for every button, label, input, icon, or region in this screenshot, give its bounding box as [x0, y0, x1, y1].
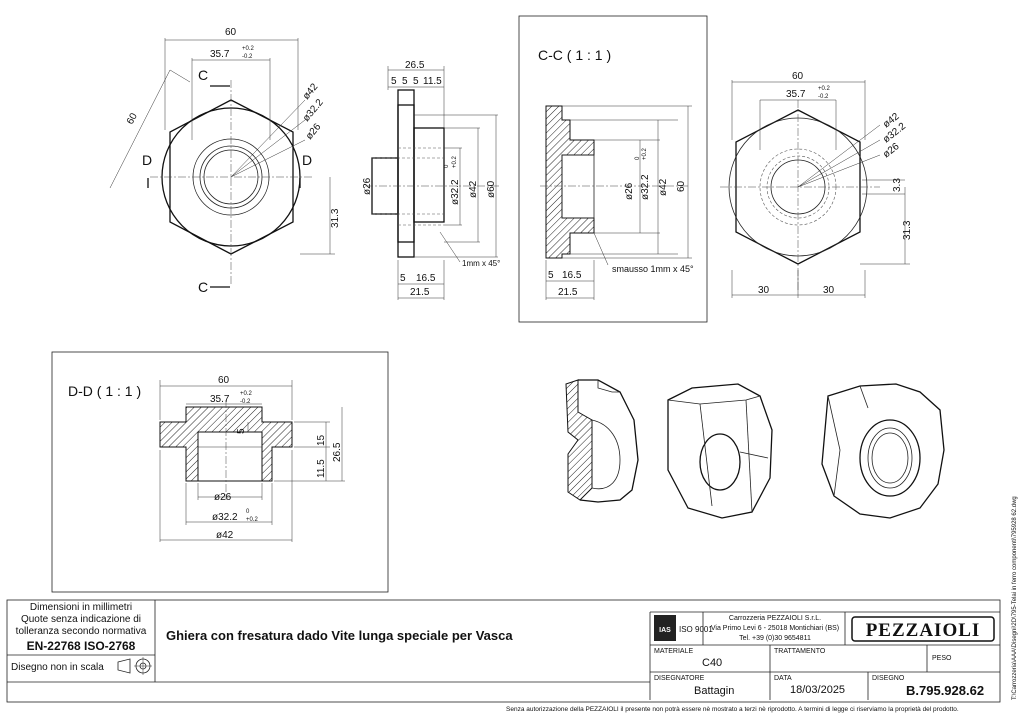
dd-phi42: ø42: [216, 530, 234, 541]
section-dd: D-D ( 1 : 1 ) 60 35.7 +0.2 -0.2 5 15 26.…: [51, 351, 389, 593]
tb-disegno-label: DISEGNO: [872, 675, 905, 682]
tb-brand: PEZZAIOLI: [866, 620, 981, 641]
side-dim-215: 21.5: [410, 287, 430, 298]
dd-dim-115: 11.5: [316, 459, 327, 478]
cc-tol32-up: 0: [635, 156, 641, 160]
front-tol35-up: +0.2: [242, 46, 255, 52]
cc-dim-60: 60: [676, 180, 687, 192]
dd-dim-15: 15: [316, 434, 327, 446]
tb-data: 18/03/2025: [790, 684, 845, 696]
tb-iso: ISO 9001: [679, 625, 713, 634]
side-tol32-dn: +0.2: [452, 155, 458, 168]
cc-phi42: ø42: [658, 178, 669, 196]
section-mark-d-right: D: [302, 152, 312, 168]
section-dd-title: D-D ( 1 : 1 ): [68, 383, 141, 399]
right-tol35-dn: -0.2: [818, 94, 829, 100]
side-dim-115: 11.5: [423, 76, 442, 87]
right-dim-60: 60: [792, 71, 804, 82]
right-dim-313: 31.3: [902, 220, 913, 240]
side-phi60: ø60: [486, 180, 497, 198]
tb-peso-label: PESO: [932, 655, 952, 662]
tb-norm: EN-22768 ISO-2768: [27, 639, 136, 653]
section-cc-title: C-C ( 1 : 1 ): [538, 47, 611, 63]
right-dim-30b: 30: [823, 285, 835, 296]
dd-dim-35: 35.7: [210, 394, 230, 405]
cc-dim-165: 16.5: [562, 270, 582, 281]
brand-logo-frame: [851, 616, 995, 642]
front-phi26: ø26: [304, 121, 324, 142]
tb-company-address: Via Primo Levi 6 - 25018 Montichiari (BS…: [711, 625, 839, 632]
side-dim-5c: 5: [413, 76, 419, 87]
side-dim-5b: 5: [402, 76, 408, 87]
iso-view-hex: [667, 383, 773, 519]
side-dim-165: 16.5: [416, 273, 436, 284]
front-phi32: ø32.2: [301, 97, 326, 124]
tb-data-label: DATA: [774, 675, 792, 682]
dd-dim-60: 60: [218, 375, 230, 386]
dd-phi32: ø32.2: [212, 512, 238, 523]
tb-units-line1: Dimensioni in millimetri: [30, 602, 132, 613]
section-mark-c-bottom: C: [198, 279, 208, 295]
side-view: 26.5 5 5 5 11.5 ø26 ø32.2 0 +0.2 ø42 ø60…: [362, 60, 500, 300]
cc-chamfer-note: smausso 1mm x 45°: [612, 264, 694, 274]
side-phi42: ø42: [468, 180, 479, 198]
right-tol35-up: +0.2: [818, 86, 831, 92]
section-mark-d-left: D: [142, 152, 152, 168]
dd-dim-5: 5: [236, 428, 247, 434]
side-phi32: ø32.2: [450, 179, 461, 205]
iso-view-cutaway: [565, 379, 639, 503]
tb-scale-note: Disegno non in scala: [11, 662, 104, 673]
tb-disegnatore: Battagin: [694, 685, 734, 697]
projection-symbol-icon: [117, 657, 152, 675]
right-dim-30a: 30: [758, 285, 770, 296]
cc-tol32-dn: +0.2: [642, 147, 648, 160]
section-mark-c-top: C: [198, 67, 208, 83]
tb-disegno: B.795.928.62: [906, 683, 984, 698]
front-tol35-dn: -0.2: [242, 54, 253, 60]
side-dim-5: 5: [400, 273, 406, 284]
tb-company-tel: Tel. +39 (0)30 9654811: [739, 635, 811, 642]
tb-trattamento-label: TRATTAMENTO: [774, 648, 826, 655]
right-dim-35: 35.7: [786, 89, 806, 100]
front-dim-60: 60: [225, 27, 237, 38]
right-phi26: ø26: [881, 141, 902, 161]
tb-disegnatore-label: DISEGNATORE: [654, 675, 705, 682]
tb-materiale: C40: [702, 657, 722, 669]
front-dim-35: 35.7: [210, 49, 230, 60]
tb-materiale-label: MATERIALE: [654, 648, 693, 655]
side-chamfer-note: 1mm x 45°: [462, 259, 500, 268]
certification-logo-icon: [654, 615, 676, 641]
dd-dim-265: 26.5: [332, 442, 343, 462]
right-dim-33: 3.3: [892, 178, 903, 192]
right-view: 60 35.7 +0.2 -0.2 ø42 ø32.2 ø26 3.3 31.3…: [720, 71, 913, 298]
tb-description: Ghiera con fresatura dado Vite lunga spe…: [166, 628, 513, 643]
dd-tol35-dn: -0.2: [240, 399, 251, 405]
tb-cert-logo: IAS: [659, 627, 671, 634]
front-dim-31: 31.3: [330, 208, 341, 228]
tb-footer: Senza autorizzazione della PEZZAIOLI il …: [506, 706, 959, 713]
side-tol32-up: 0: [444, 164, 450, 168]
dd-tol32-dn: +0.2: [246, 517, 259, 523]
title-block: Dimensioni in millimetri Quote senza ind…: [6, 496, 1018, 713]
side-phi26: ø26: [362, 177, 373, 195]
section-cc: C-C ( 1 : 1 ) ø26 ø32.2 0 +0.2 ø42 60 5 …: [518, 15, 708, 323]
tb-company-name: Carrozzeria PEZZAIOLI S.r.L.: [729, 615, 821, 622]
tb-units-line2: Quote senza indicazione di: [21, 614, 141, 625]
side-dim-265: 26.5: [405, 60, 425, 71]
dd-tol32-up: 0: [246, 509, 250, 515]
side-dim-5a: 5: [391, 76, 397, 87]
cc-phi32: ø32.2: [640, 174, 651, 200]
cc-dim-215: 21.5: [558, 287, 578, 298]
iso-view-nut: [821, 383, 945, 519]
front-dim-60-diag: 60: [125, 111, 140, 126]
dd-tol35-up: +0.2: [240, 391, 253, 397]
dd-phi26: ø26: [214, 492, 232, 503]
tb-units-line3: tolleranza secondo normativa: [16, 626, 147, 637]
cc-phi26: ø26: [624, 182, 635, 200]
tb-file-path: T:\Carrozzeria\AAA\Disegni\2D\795-Telai …: [1012, 496, 1018, 700]
front-view: 60 35.7 +0.2 -0.2 60 ø42 ø32.2 ø26 31.3 …: [109, 27, 341, 295]
cc-dim-5: 5: [548, 270, 554, 281]
